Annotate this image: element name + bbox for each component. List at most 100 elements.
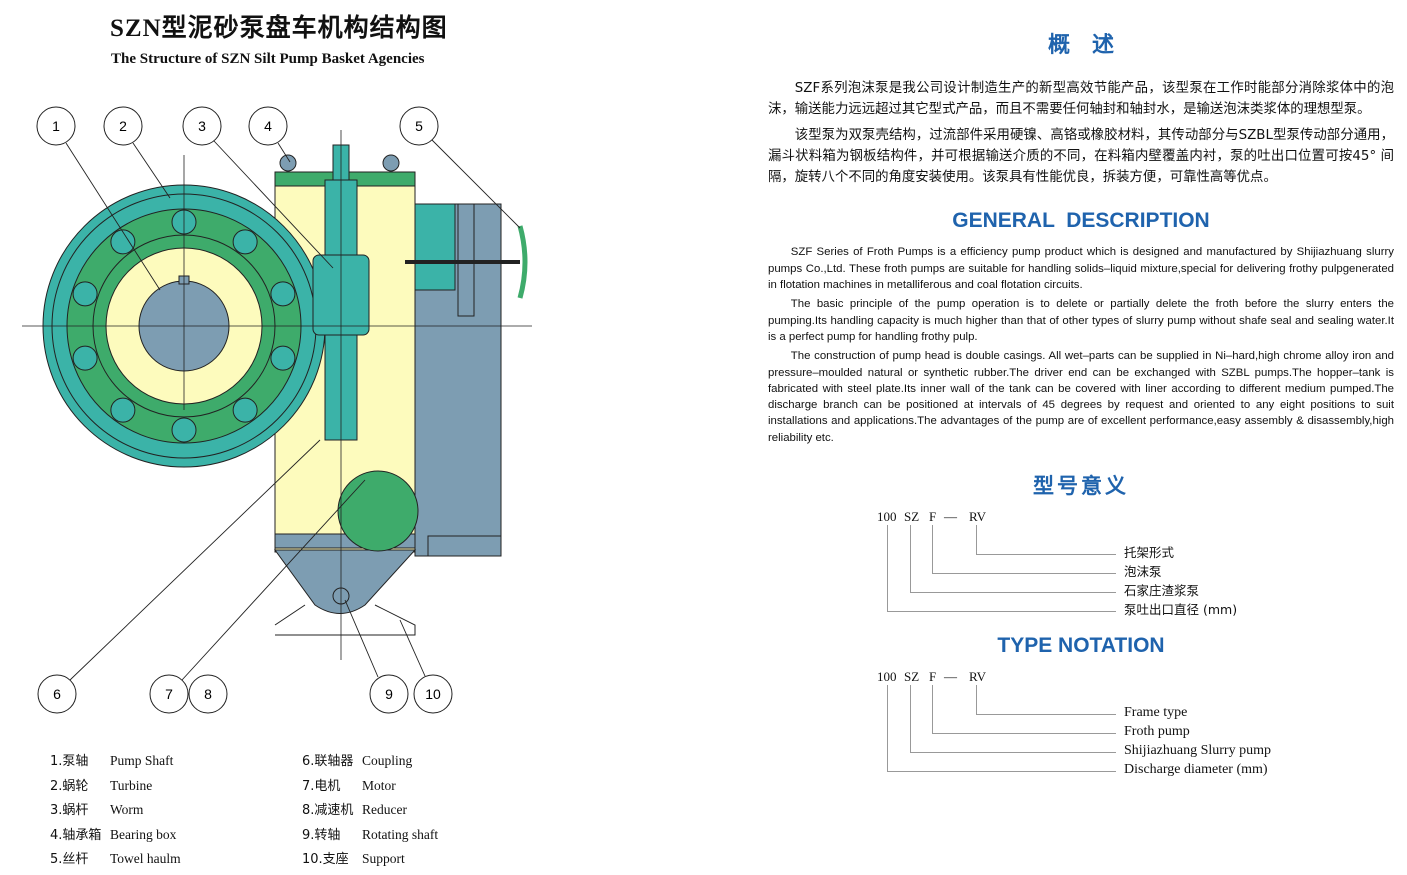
legend-row: 8.减速机 Reducer (302, 801, 522, 826)
callout-number: 9 (385, 686, 393, 702)
callout-4: 4 (248, 106, 288, 146)
notation-connector (932, 525, 933, 574)
notation-connector (976, 685, 977, 715)
legend-row: 5.丝杆 Towel haulm (50, 850, 302, 875)
notation-connector (932, 573, 1116, 575)
notation-connector (887, 611, 1116, 613)
model-meaning-item: Discharge diameter (mm) (1124, 762, 1268, 778)
callout-1: 1 (36, 106, 76, 146)
model-meaning-item: 石家庄渣浆泵 (1124, 583, 1200, 599)
callout-circle (188, 674, 228, 714)
model-meaning-title: 型号意义 (1033, 474, 1129, 499)
model-code-part: 100 (877, 509, 897, 525)
legend-label-cn: 8.减速机 (302, 803, 354, 818)
legend-label-en: Bearing box (110, 826, 177, 842)
diagram-title-en: The Structure of SZN Silt Pump Basket Ag… (111, 51, 425, 67)
model-meaning-item: 泡沫泵 (1124, 564, 1162, 580)
notation-connector (910, 525, 911, 593)
callout-circle (103, 106, 143, 146)
legend-label-cn: 5.丝杆 (50, 852, 89, 867)
callout-circle (37, 674, 77, 714)
description-paragraph: The construction of pump head is double … (768, 350, 1394, 444)
description-paragraph: The basic principle of the pump operatio… (768, 298, 1394, 343)
leader-lines (65, 139, 521, 681)
model-meaning-item: 托架形式 (1124, 545, 1175, 561)
bolt-hole (232, 229, 258, 255)
legend-label-cn: 4.轴承箱 (50, 827, 102, 843)
callout-number: 3 (198, 118, 206, 134)
right-column: 概 述 SZF系列泡沫泵是我公司设计制造生产的新型高效节能产品，该型泵在工作时能… (768, 32, 1394, 781)
legend-row: 1.泵轴 Pump Shaft (50, 752, 302, 777)
model-code-part: — (944, 509, 957, 525)
model-code-part: F (929, 669, 937, 685)
overview-paragraph: SZF系列泡沫泵是我公司设计制造生产的新型高效节能产品，该型泵在工作时能部分消除… (768, 81, 1394, 118)
legend-label-en: Turbine (110, 777, 153, 793)
model-code-part: RV (969, 509, 987, 525)
center-lines (22, 130, 532, 660)
notation-connector (887, 525, 888, 612)
bolt-hole (110, 229, 136, 255)
model-code-part: F (929, 509, 937, 525)
legend-label-en: Pump Shaft (110, 753, 174, 768)
callout-number: 1 (52, 118, 60, 134)
bolt-hole (270, 281, 296, 307)
notation-connector (887, 771, 1116, 773)
overview-paragraph: 该型泵为双泵壳结构，过流部件采用硬镍、高铬或橡胶材料，其传动部分与SZBL型泵传… (768, 127, 1394, 186)
callout-6: 6 (37, 674, 77, 714)
notation-connector (910, 592, 1116, 594)
callout-8: 8 (188, 674, 228, 714)
legend-label-en: Coupling (362, 753, 413, 768)
bolt-hole (110, 397, 136, 423)
bolt-holes (72, 209, 296, 443)
notation-connector (932, 685, 933, 734)
legend-label-cn: 3.蜗杆 (50, 803, 89, 818)
model-code-part: 100 (877, 669, 897, 685)
legend-label-cn: 7.电机 (302, 778, 341, 794)
callout-number: 8 (204, 686, 212, 702)
callout-7: 7 (149, 674, 189, 714)
bolt-hole (270, 345, 296, 371)
callout-circle (413, 674, 453, 714)
notation-connector (910, 752, 1116, 754)
description-paragraph: SZF Series of Froth Pumps is a efficienc… (768, 246, 1394, 292)
callout-number: 2 (119, 118, 127, 134)
notation-connector (932, 733, 1116, 735)
legend-label-cn: 10.支座 (302, 852, 349, 867)
legend-label-en: Rotating shaft (362, 826, 439, 842)
general-description-section: SZF Series of Froth Pumps is a efficienc… (768, 244, 1394, 449)
notation-connector (887, 685, 888, 772)
model-code-part: SZ (904, 509, 920, 525)
model-meaning-item: Shijiazhuang Slurry pump (1124, 743, 1271, 759)
bolt-hole (72, 281, 98, 307)
callout-circle (36, 106, 76, 146)
handwheel (517, 225, 528, 299)
model-meaning-item: Froth pump (1124, 724, 1190, 740)
notation-connector (910, 685, 911, 753)
legend-label-en: Reducer (362, 802, 407, 817)
callout-number: 10 (425, 686, 441, 702)
overview-title: 概 述 (1047, 33, 1114, 58)
notation-connector (976, 554, 1116, 556)
callout-3: 3 (182, 106, 222, 146)
hopper (274, 549, 417, 614)
notation-connector (976, 525, 977, 555)
callout-circle (182, 106, 222, 146)
notation-connector (976, 714, 1116, 716)
general-description-title: GENERAL DESCRIPTION (952, 209, 1210, 233)
legend-label-cn: 1.泵轴 (50, 754, 89, 769)
column-foot (427, 535, 502, 557)
column-cap (414, 203, 456, 291)
model-code-part: RV (969, 669, 987, 685)
bolt-hole (232, 397, 258, 423)
diagram-title-cn: SZN型泥砂泵盘车机构结构图 (110, 15, 448, 42)
callout-2: 2 (103, 106, 143, 146)
legend-label-en: Towel haulm (110, 851, 181, 866)
